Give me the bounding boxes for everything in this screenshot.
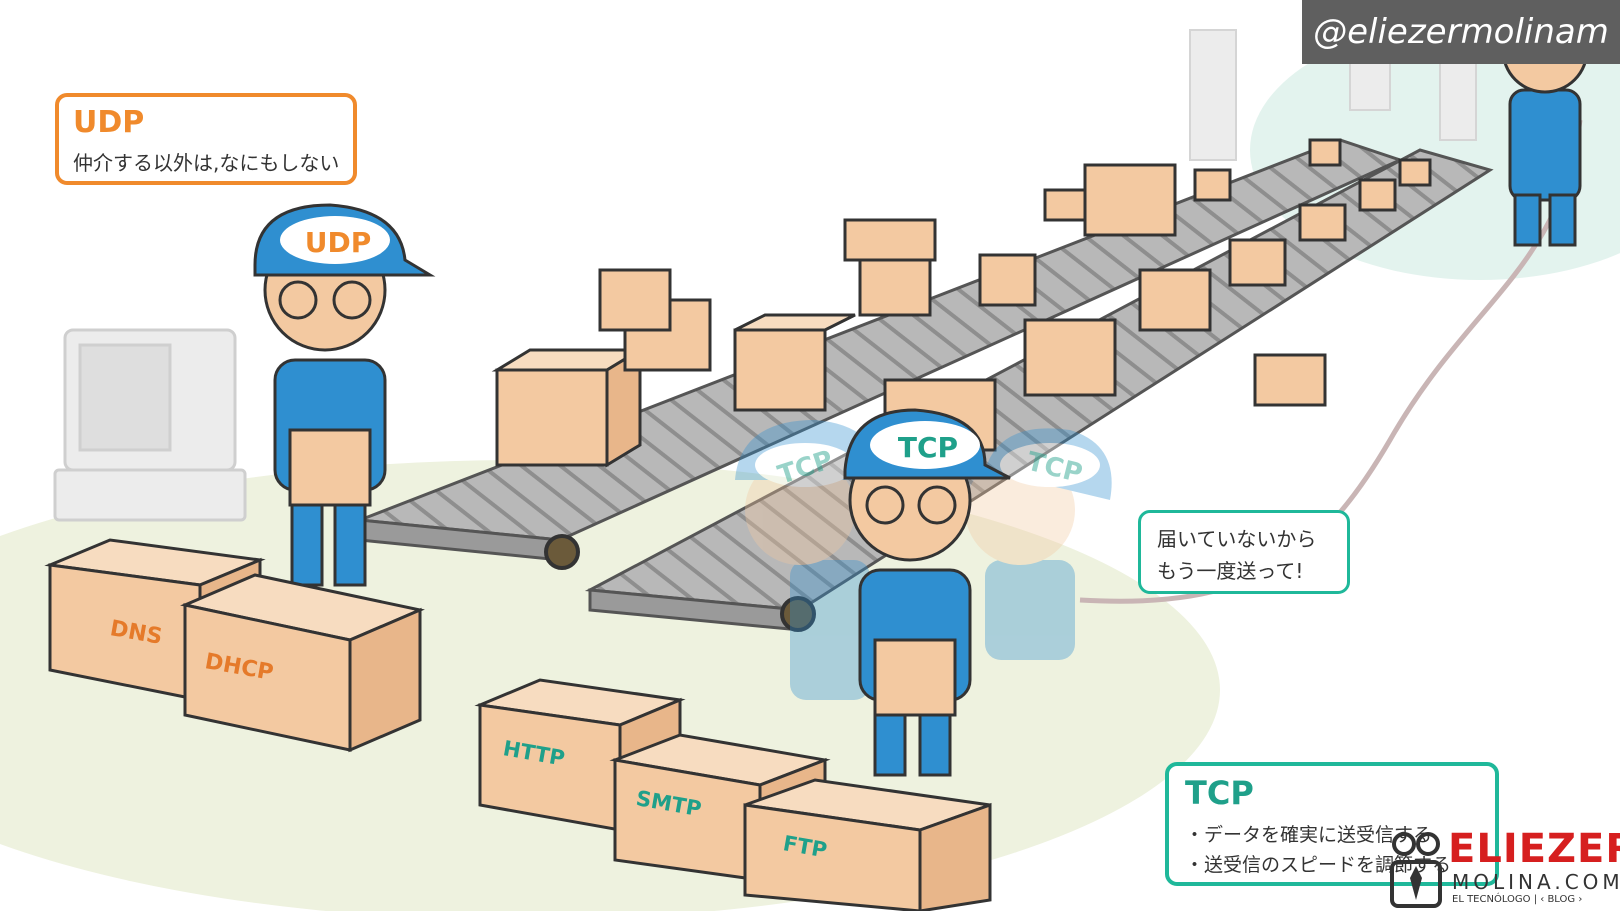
eliezer-molina-logo: ELIEZER MOLINA.COM EL TECNÓLOGO | ‹ BLOG… bbox=[1386, 826, 1620, 911]
udp-description: 仲介する以外は,なにもしない bbox=[73, 151, 340, 175]
tcp-line-1: ・データを確実に送受信する bbox=[1185, 824, 1433, 846]
tcp-title: TCP bbox=[1185, 774, 1254, 812]
logo-name: ELIEZER bbox=[1448, 826, 1620, 872]
packets bbox=[491, 138, 1432, 468]
computer-icon bbox=[53, 328, 247, 522]
udp-cap-label: UDP bbox=[305, 226, 372, 259]
udp-title: UDP bbox=[73, 105, 145, 140]
watermark: @eliezermolinam bbox=[1302, 0, 1620, 64]
tcp-info-box: TCP ・データを確実に送受信する ・送受信のスピードを調節する bbox=[1165, 762, 1499, 886]
udp-info-box: UDP 仲介する以外は,なにもしない bbox=[55, 93, 357, 185]
speech-line-2: もう一度送って! bbox=[1157, 559, 1304, 583]
crate-dhcp bbox=[180, 573, 425, 753]
logo-domain: MOLINA.COM bbox=[1452, 870, 1620, 894]
speech-bubble: 届いていないから もう一度送って! bbox=[1138, 510, 1350, 594]
server-towers bbox=[1189, 19, 1477, 161]
udp-worker bbox=[253, 203, 436, 587]
logo-tagline: EL TECNÓLOGO | ‹ BLOG › bbox=[1452, 894, 1583, 905]
tcp-worker-ghosts bbox=[735, 420, 1112, 700]
tcp-cap-label: TCP bbox=[898, 431, 958, 464]
glasses-person-icon bbox=[1390, 832, 1442, 908]
speech-line-1: 届いていないから bbox=[1157, 527, 1317, 551]
tcp-worker bbox=[843, 408, 1011, 777]
tcp-line-2: ・送受信のスピードを調節する bbox=[1185, 854, 1452, 876]
crate-ftp bbox=[743, 778, 992, 911]
